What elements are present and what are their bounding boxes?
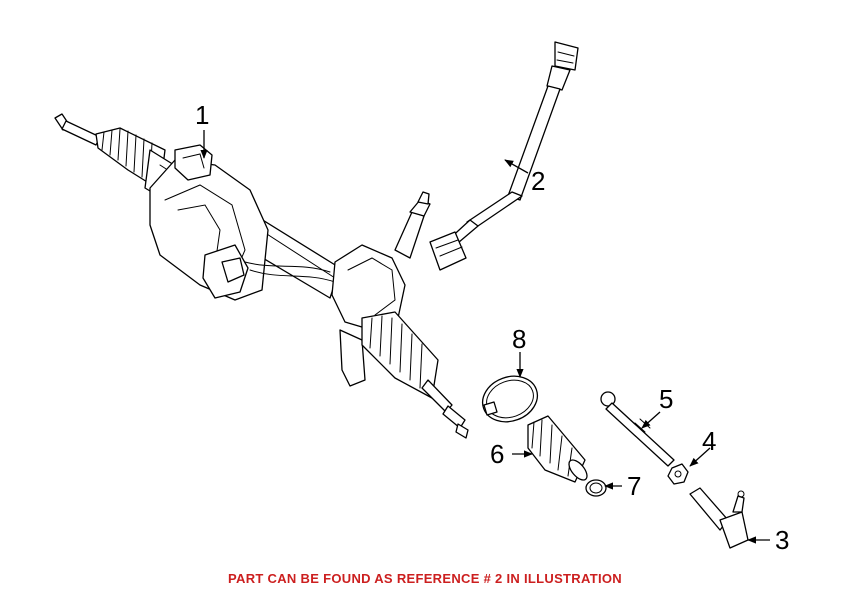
- intermediate-steering-shaft: [429, 41, 579, 271]
- callout-numbers: 1 2 3 4 5 6 7 8: [195, 100, 789, 555]
- leader-5: [641, 411, 661, 429]
- reference-note: PART CAN BE FOUND AS REFERENCE # 2 IN IL…: [228, 571, 622, 586]
- small-clamp: [585, 479, 607, 497]
- boot-clamp: [481, 375, 539, 423]
- callout-3: 3: [775, 525, 789, 555]
- callout-8: 8: [512, 324, 526, 354]
- callout-6: 6: [490, 439, 504, 469]
- lock-nut: [667, 463, 689, 485]
- leader-2: [504, 159, 529, 174]
- leader-lines: [200, 130, 770, 544]
- callout-2: 2: [531, 166, 545, 196]
- callout-1: 1: [195, 100, 209, 130]
- outer-tie-rod-end: [689, 487, 749, 549]
- callout-5: 5: [659, 384, 673, 414]
- callout-7: 7: [627, 471, 641, 501]
- callout-4: 4: [702, 426, 716, 456]
- rack-boot: [527, 415, 588, 483]
- leader-4: [689, 447, 711, 467]
- steering-rack-assembly: [54, 113, 469, 439]
